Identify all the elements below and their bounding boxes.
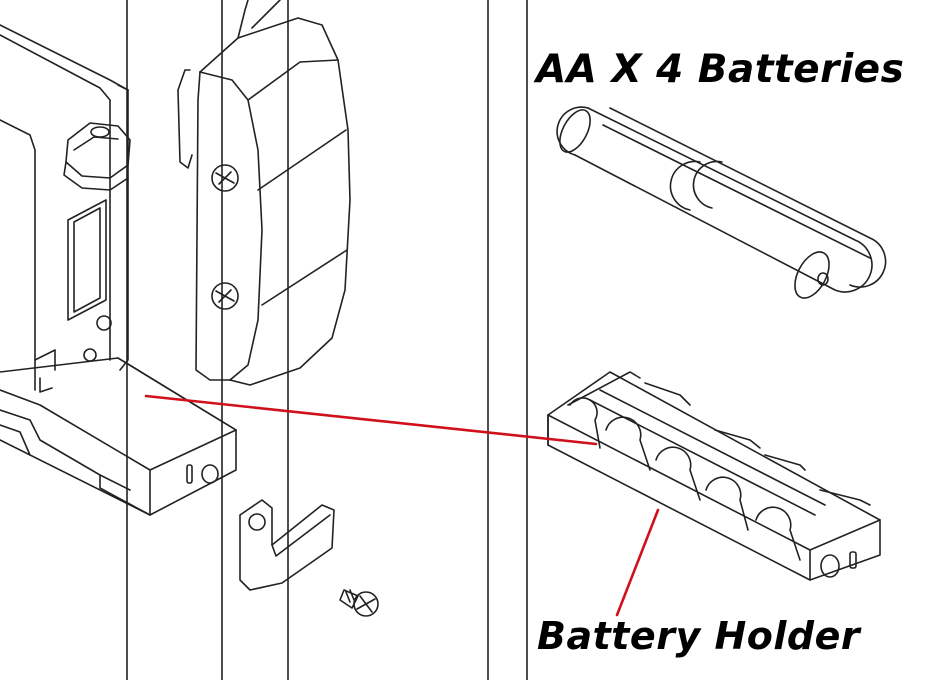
battery-holder: [547, 371, 881, 581]
holder-label-leader: [615, 508, 660, 617]
door-frame: [126, 0, 528, 680]
screw: [339, 589, 379, 617]
leader-lines: [144, 394, 660, 617]
drawer-to-holder-leader: [144, 394, 598, 446]
batteries-label: AA X 4 Batteries: [536, 47, 905, 92]
mounting-bracket: [239, 499, 335, 591]
battery-drawer: [0, 357, 237, 516]
battery-holder-label: Battery Holder: [537, 614, 861, 658]
lock-body: [0, 24, 131, 393]
lock-handle-cover: [177, 0, 351, 386]
aa-batteries: [556, 106, 887, 299]
